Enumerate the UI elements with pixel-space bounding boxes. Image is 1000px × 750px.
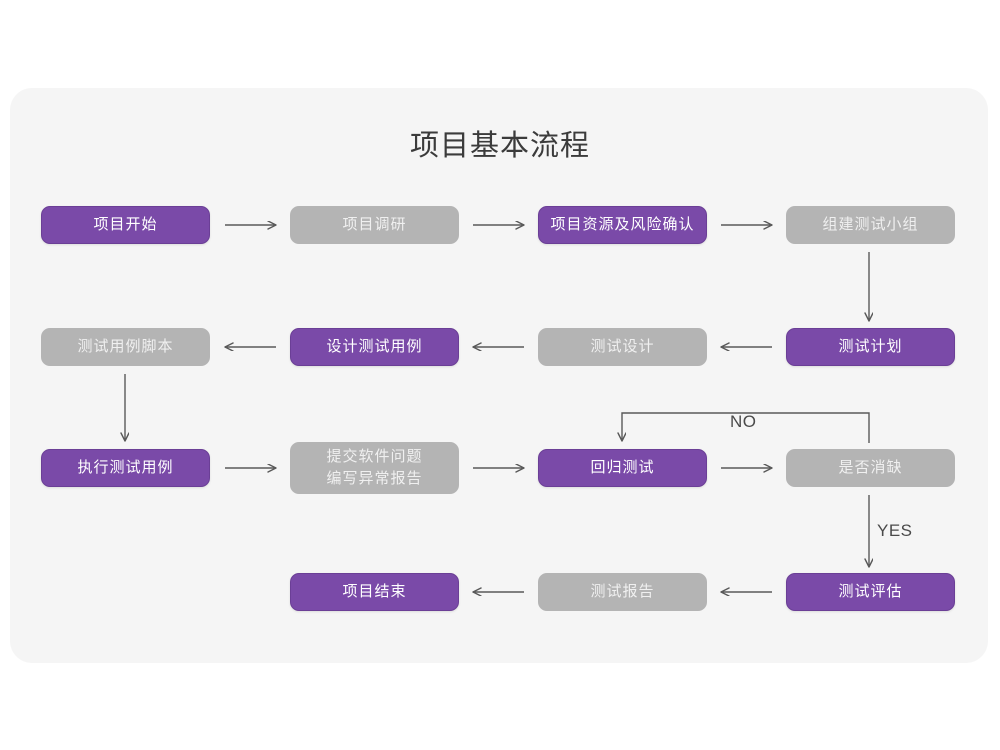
diagram-card bbox=[10, 88, 988, 663]
node-form-test-team[interactable]: 组建测试小组 bbox=[786, 206, 955, 244]
node-project-research[interactable]: 项目调研 bbox=[290, 206, 459, 244]
node-test-design[interactable]: 测试设计 bbox=[538, 328, 707, 366]
edge-label-no: NO bbox=[730, 412, 757, 431]
node-submit-defect-report[interactable]: 提交软件问题 编写异常报告 bbox=[290, 442, 459, 494]
node-project-end[interactable]: 项目结束 bbox=[290, 573, 459, 611]
node-test-report[interactable]: 测试报告 bbox=[538, 573, 707, 611]
node-project-start[interactable]: 项目开始 bbox=[41, 206, 210, 244]
node-test-plan[interactable]: 测试计划 bbox=[786, 328, 955, 366]
page-title: 项目基本流程 bbox=[409, 130, 590, 162]
node-test-case-script[interactable]: 测试用例脚本 bbox=[41, 328, 210, 366]
node-resource-risk-confirm[interactable]: 项目资源及风险确认 bbox=[538, 206, 707, 244]
node-defect-resolved[interactable]: 是否消缺 bbox=[786, 449, 955, 487]
node-design-test-cases[interactable]: 设计测试用例 bbox=[290, 328, 459, 366]
node-execute-test-cases[interactable]: 执行测试用例 bbox=[41, 449, 210, 487]
edge-label-yes: YES bbox=[877, 521, 913, 540]
node-test-evaluation[interactable]: 测试评估 bbox=[786, 573, 955, 611]
node-regression-test[interactable]: 回归测试 bbox=[538, 449, 707, 487]
